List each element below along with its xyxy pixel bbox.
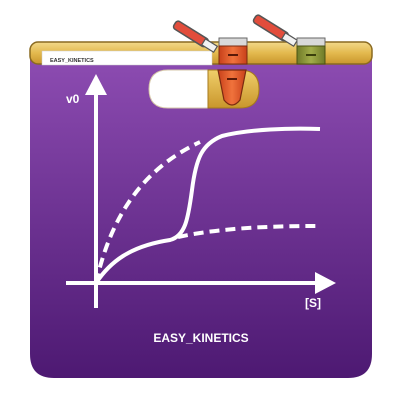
kinetics-curve-icon: v0 [S] bbox=[66, 74, 336, 310]
y-axis-arrow bbox=[85, 74, 107, 95]
capsule-icon bbox=[148, 69, 260, 109]
pipette-icon bbox=[172, 14, 299, 54]
app-name: EASY_KINETICS bbox=[153, 331, 248, 345]
dashed-curve-upper bbox=[94, 140, 201, 284]
strip-label: EASY_KINETICS bbox=[50, 58, 94, 64]
icon-background bbox=[30, 50, 372, 378]
dashed-curve-lower bbox=[177, 224, 319, 239]
solid-curve bbox=[94, 126, 321, 285]
x-axis-label: [S] bbox=[305, 296, 321, 310]
reagent-tube-icon bbox=[218, 37, 326, 65]
x-axis-arrow bbox=[315, 272, 336, 294]
reagent-strip: EASY_KINETICS bbox=[29, 41, 373, 66]
y-axis-label: v0 bbox=[66, 92, 80, 106]
